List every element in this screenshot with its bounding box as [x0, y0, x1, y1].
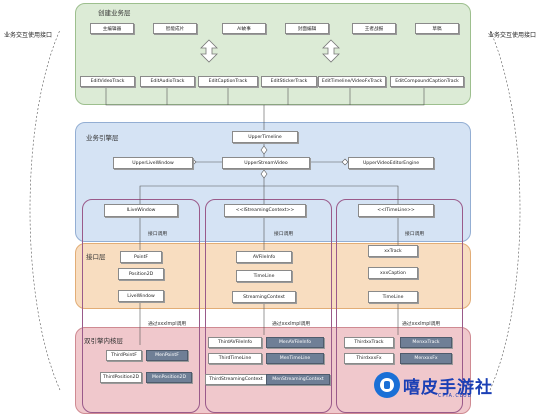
- third-avfileinfo-box: ThirdAVFileInfo: [208, 337, 262, 348]
- track-timeline-videofx: EditTimeline/VideoFxTrack: [318, 76, 386, 87]
- impl-label-3: 通过xxxImpl调用: [402, 322, 441, 327]
- creation-layer-title: 创建业务层: [98, 9, 131, 17]
- timeline-box: TimeLine: [236, 270, 292, 282]
- watermark-logo-icon: [374, 372, 400, 398]
- dual-engine-layer-title: 双引擎内核层: [84, 337, 123, 345]
- top-box-ai-story: AI故事: [222, 23, 266, 34]
- impl-label-2: 通过xxxImpl调用: [272, 322, 311, 327]
- upper-video-editor-engine-box: UpperVideoEditorEngine: [348, 157, 434, 169]
- group-timeline: [336, 199, 463, 413]
- position2d-box: Position2D: [118, 268, 164, 280]
- upper-stream-video-box: UpperStreamVideo: [222, 157, 310, 169]
- avfileinfo-box: AVFileInfo: [236, 251, 292, 263]
- istreaming-context-box: <<IStreamingContext>>: [224, 204, 306, 217]
- watermark-subtext: CPIA.CLUB: [438, 394, 472, 399]
- interface-layer-title: 接口层: [86, 253, 106, 261]
- side-label-left: 业务交互使用接口: [4, 32, 53, 39]
- xxtrack-box: xxTrack: [368, 245, 418, 257]
- top-box-draft: 草稿: [415, 23, 459, 34]
- itimeline-box: <<ITimeLine>>: [358, 204, 434, 217]
- call-label-2: 接口调用: [274, 232, 294, 237]
- track-sticker: EditStickerTrack: [261, 76, 317, 87]
- group-live-window: [82, 199, 200, 413]
- men-pointf-box: MenPointF: [146, 350, 188, 361]
- engine-layer-title: 业务引擎层: [86, 134, 119, 142]
- creation-layer: [75, 3, 471, 105]
- livewindow-box: LiveWindow: [118, 290, 164, 302]
- watermark-text: 嘻皮手游社: [403, 378, 493, 398]
- upper-live-window-box: UpperLiveWindow: [113, 157, 193, 169]
- men-position2d-box: MenPosition2D: [146, 372, 192, 383]
- side-label-right: 业务交互使用接口: [488, 32, 537, 39]
- top-box-battle-report: 王者战报: [352, 23, 396, 34]
- men-timeline-box: MenTimeLine: [266, 353, 324, 364]
- impl-label-1: 通过xxxImpl调用: [148, 322, 187, 327]
- track-caption: EditCaptionTrack: [198, 76, 258, 87]
- track-audio: EditAudioTrack: [140, 76, 195, 87]
- pointf-box: PointF: [120, 251, 162, 263]
- top-box-cover-edit: 封面编辑: [285, 23, 329, 34]
- men-xxxfx-box: MenxxxFx: [400, 353, 452, 364]
- call-label-3: 接口调用: [405, 232, 425, 237]
- third-xxtrack-box: ThirdxxTrack: [344, 337, 394, 348]
- track-video: EditVideoTrack: [80, 76, 135, 87]
- third-position2d-box: ThirdPosition2D: [100, 372, 142, 383]
- timeline-col3-box: TimeLine: [368, 291, 418, 303]
- third-xxxfx-box: ThirdxxxFx: [344, 353, 394, 364]
- group-streaming-context: [205, 199, 332, 413]
- third-pointf-box: ThirdPointF: [106, 350, 142, 361]
- track-compound-caption: EditCompoundCaptionTrack: [390, 76, 464, 87]
- top-box-smart-clip: 智能成片: [153, 23, 197, 34]
- upper-timeline-box: UpperTimeline: [232, 131, 298, 143]
- top-box-main-editor: 主编辑器: [90, 23, 134, 34]
- third-streaming-context-box: ThirdStreamingContext: [205, 374, 267, 385]
- men-xxtrack-box: MenxxTrack: [400, 337, 452, 348]
- streaming-context-box: StreamingContext: [232, 291, 296, 303]
- xxxcaption-box: xxxCaption: [368, 267, 418, 279]
- third-timeline-box: ThirdTimeLine: [208, 353, 262, 364]
- men-streaming-context-box: MenStreamingContext: [266, 374, 330, 385]
- men-avfileinfo-box: MenAVFileInfo: [266, 337, 324, 348]
- call-label-1: 接口调用: [148, 232, 168, 237]
- ilive-window-box: ILiveWindow: [104, 204, 178, 217]
